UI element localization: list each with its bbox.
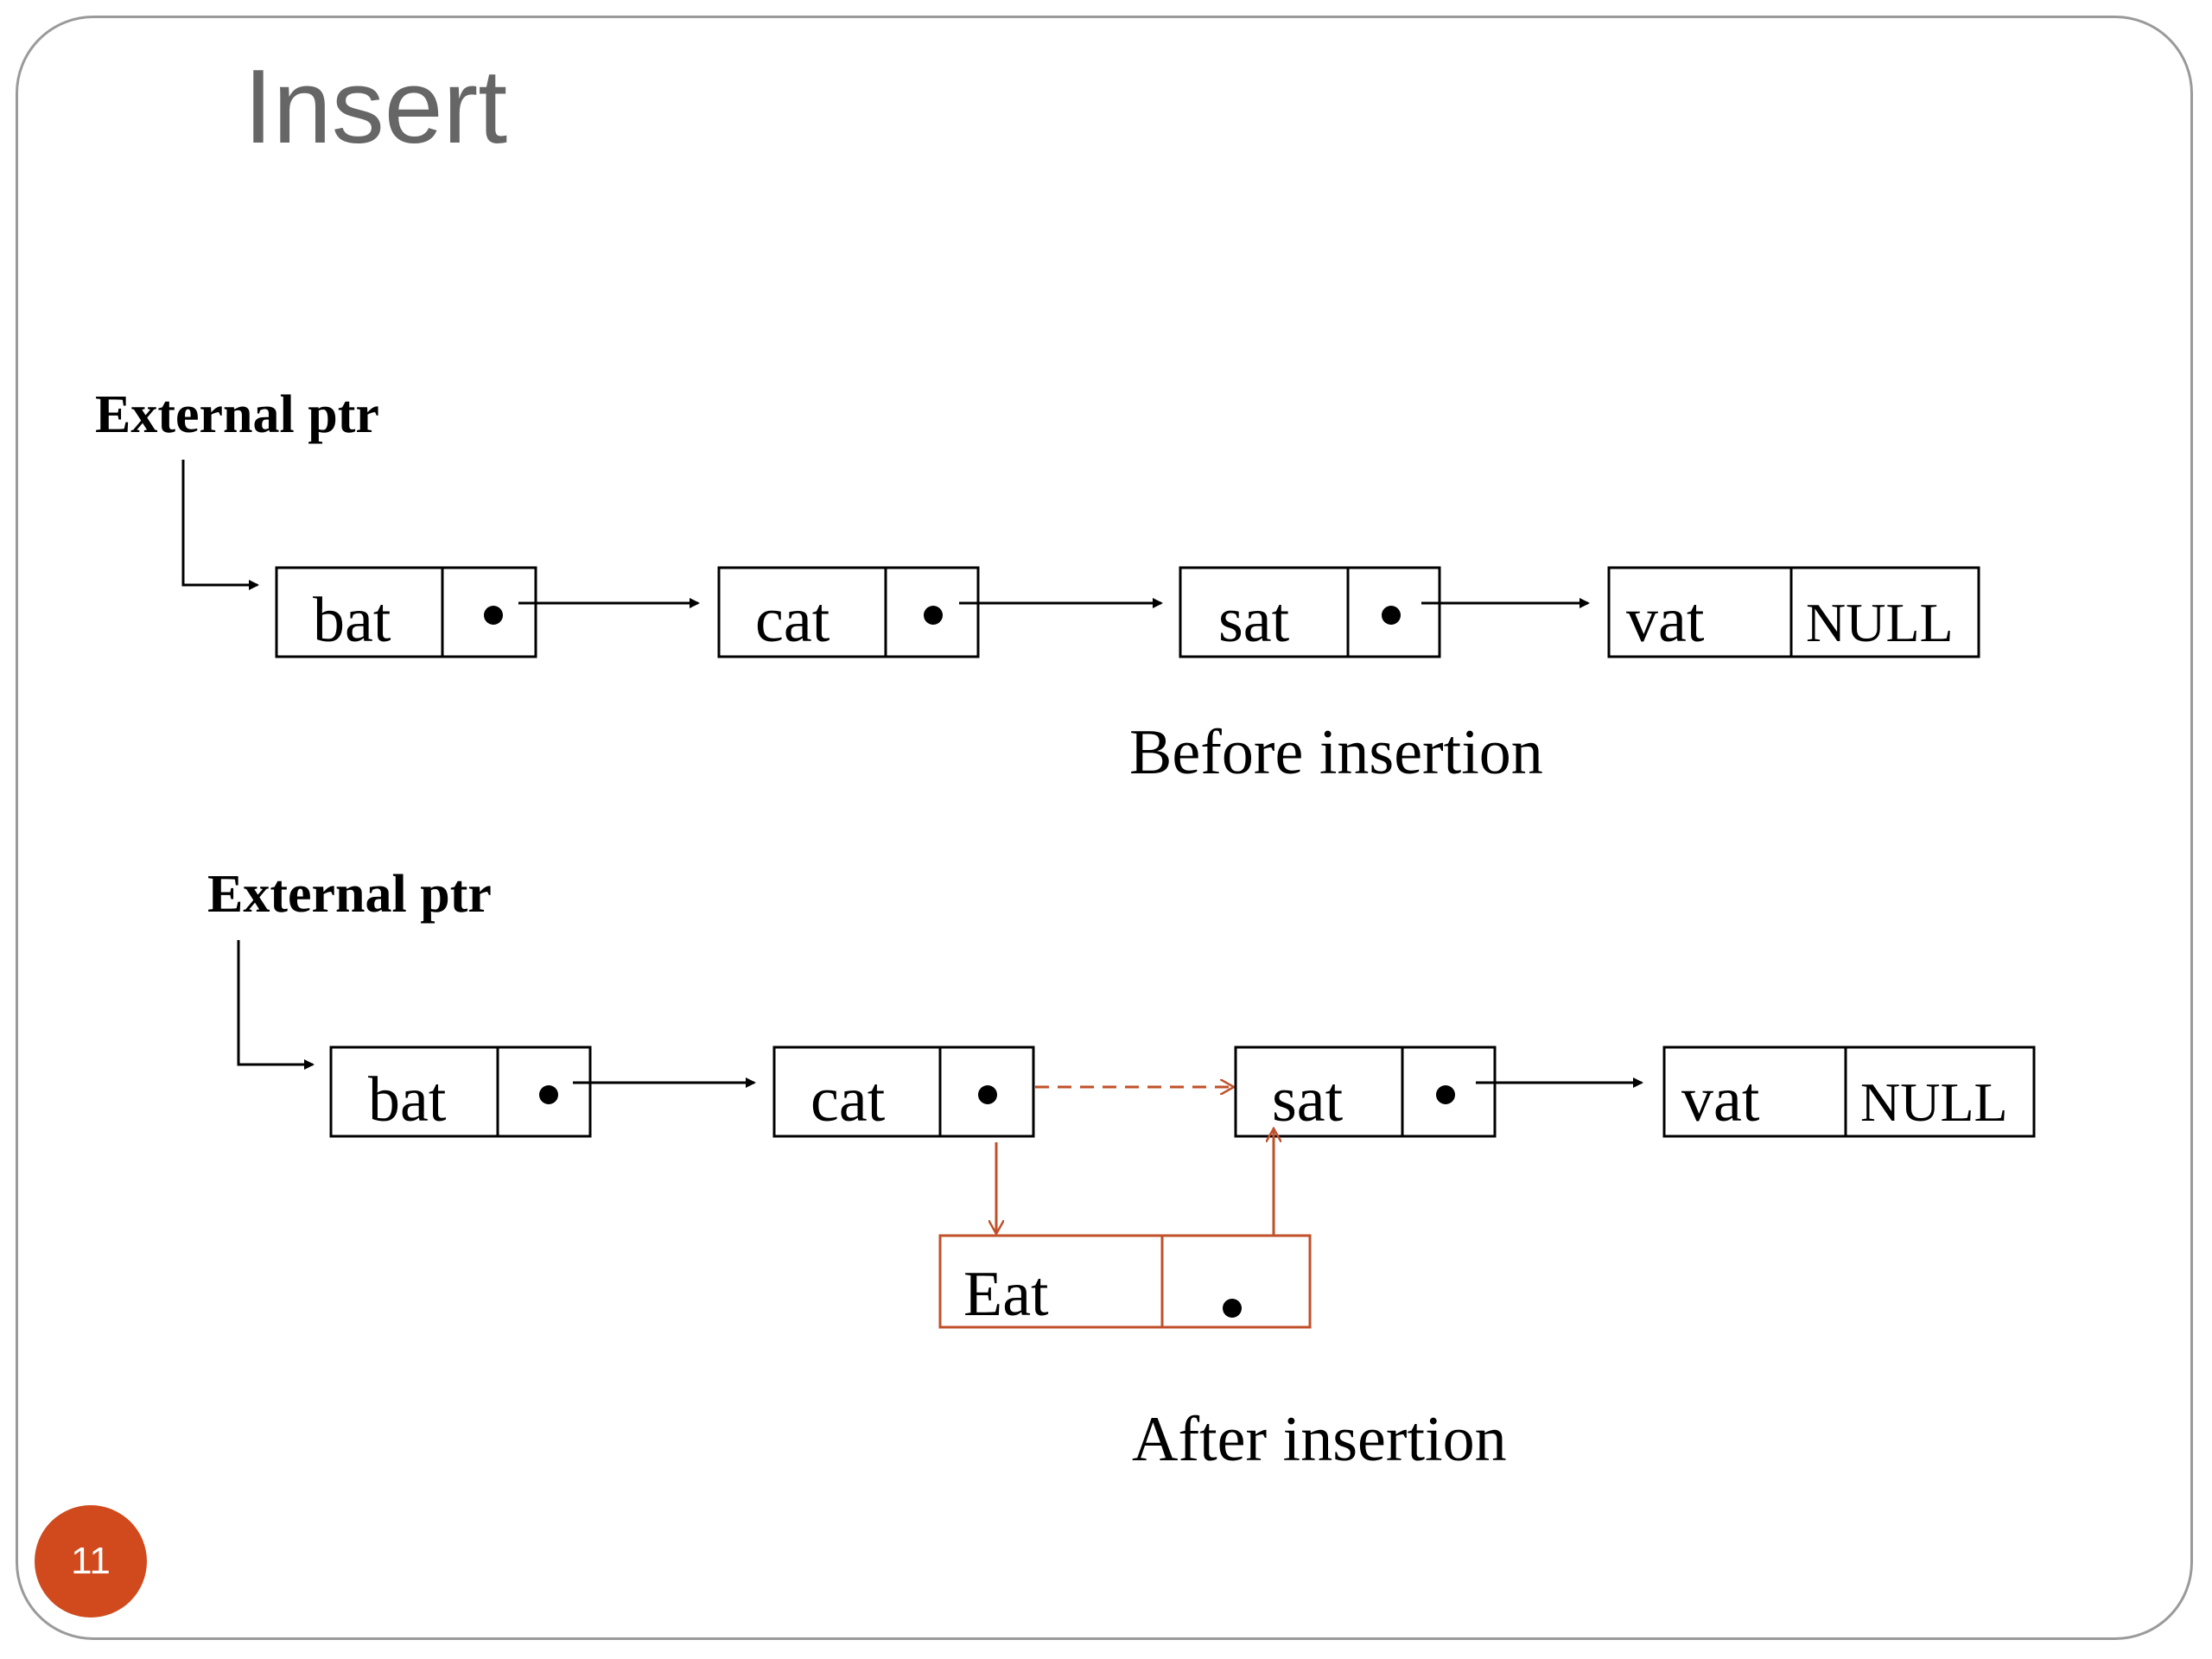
before-node-data: vat [1626, 585, 1705, 656]
page-number-badge: 11 [35, 1505, 147, 1618]
after-node-sat: sat [1234, 1046, 1497, 1138]
after-external-ptr-arrow [237, 940, 315, 1070]
pointer-dot-icon [1223, 1299, 1242, 1318]
after-node-vat: vat NULL [1662, 1046, 2036, 1138]
before-node-vat: vat NULL [1607, 566, 1980, 658]
before-external-ptr-label: External ptr [95, 385, 379, 444]
slide-title: Insert [244, 48, 508, 165]
pointer-dot-icon [1382, 606, 1401, 625]
pointer-dot-icon [1436, 1085, 1455, 1104]
after-external-ptr-label: External ptr [207, 865, 492, 924]
before-node-sat: sat [1179, 566, 1441, 658]
pointer-dot-icon [539, 1085, 558, 1104]
after-node-data: vat [1681, 1065, 1760, 1135]
inserted-node-data: Eat [963, 1259, 1049, 1330]
after-node-data: bat [368, 1065, 447, 1135]
after-caption: After insertion [1132, 1404, 1507, 1475]
slide-frame [16, 16, 2193, 1640]
before-node-data: sat [1218, 585, 1290, 656]
pointer-dot-icon [484, 606, 503, 625]
before-external-ptr-arrow [181, 460, 259, 590]
after-node-data: sat [1272, 1065, 1344, 1135]
after-node-data: cat [810, 1065, 886, 1135]
after-node-cat: cat [772, 1046, 1035, 1138]
null-label: NULL [1806, 592, 1954, 653]
pointer-dot-icon [924, 606, 943, 625]
after-node-bat: bat [329, 1046, 592, 1138]
inserted-node-eat: Eat [938, 1234, 1312, 1330]
before-caption: Before insertion [1129, 717, 1543, 788]
before-node-bat: bat [275, 566, 537, 658]
before-node-data: cat [755, 585, 830, 656]
before-node-cat: cat [717, 566, 980, 658]
null-label: NULL [1860, 1071, 2008, 1133]
pointer-dot-icon [978, 1085, 997, 1104]
before-node-data: bat [313, 585, 391, 656]
